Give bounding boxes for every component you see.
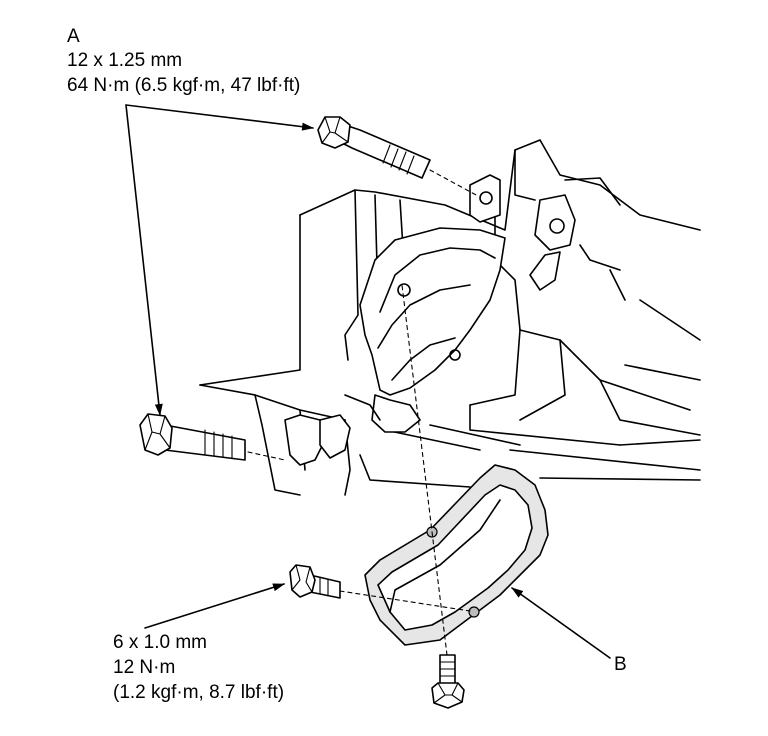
leader-b bbox=[511, 587, 611, 659]
leader-small-bolt bbox=[144, 583, 285, 629]
callout-b-letter: B bbox=[614, 654, 627, 675]
callout-a-letter: A bbox=[67, 26, 80, 47]
callout-a-torque: 64 N·m (6.5 kgf·m, 47 lbf·ft) bbox=[67, 75, 301, 96]
bolt-a-upper bbox=[317, 116, 479, 197]
leader-lines bbox=[125, 104, 611, 659]
bolt-a-lower bbox=[139, 413, 286, 461]
callout-a-bolt-size: 12 x 1.25 mm bbox=[67, 50, 183, 71]
callout-small-torque: 12 N·m bbox=[113, 657, 176, 678]
transmission-housing bbox=[199, 139, 701, 496]
bolt-small-vertical bbox=[401, 284, 465, 709]
leader-a-upper bbox=[125, 104, 314, 131]
callout-small-torque-alt: (1.2 kgf·m, 8.7 lbf·ft) bbox=[113, 682, 285, 703]
dust-shield-b bbox=[364, 464, 549, 646]
leader-a-lower bbox=[125, 104, 163, 416]
inner-cover bbox=[344, 227, 506, 433]
callout-small-bolt-size: 6 x 1.0 mm bbox=[113, 632, 207, 653]
bolt-small-horizontal bbox=[289, 564, 471, 612]
